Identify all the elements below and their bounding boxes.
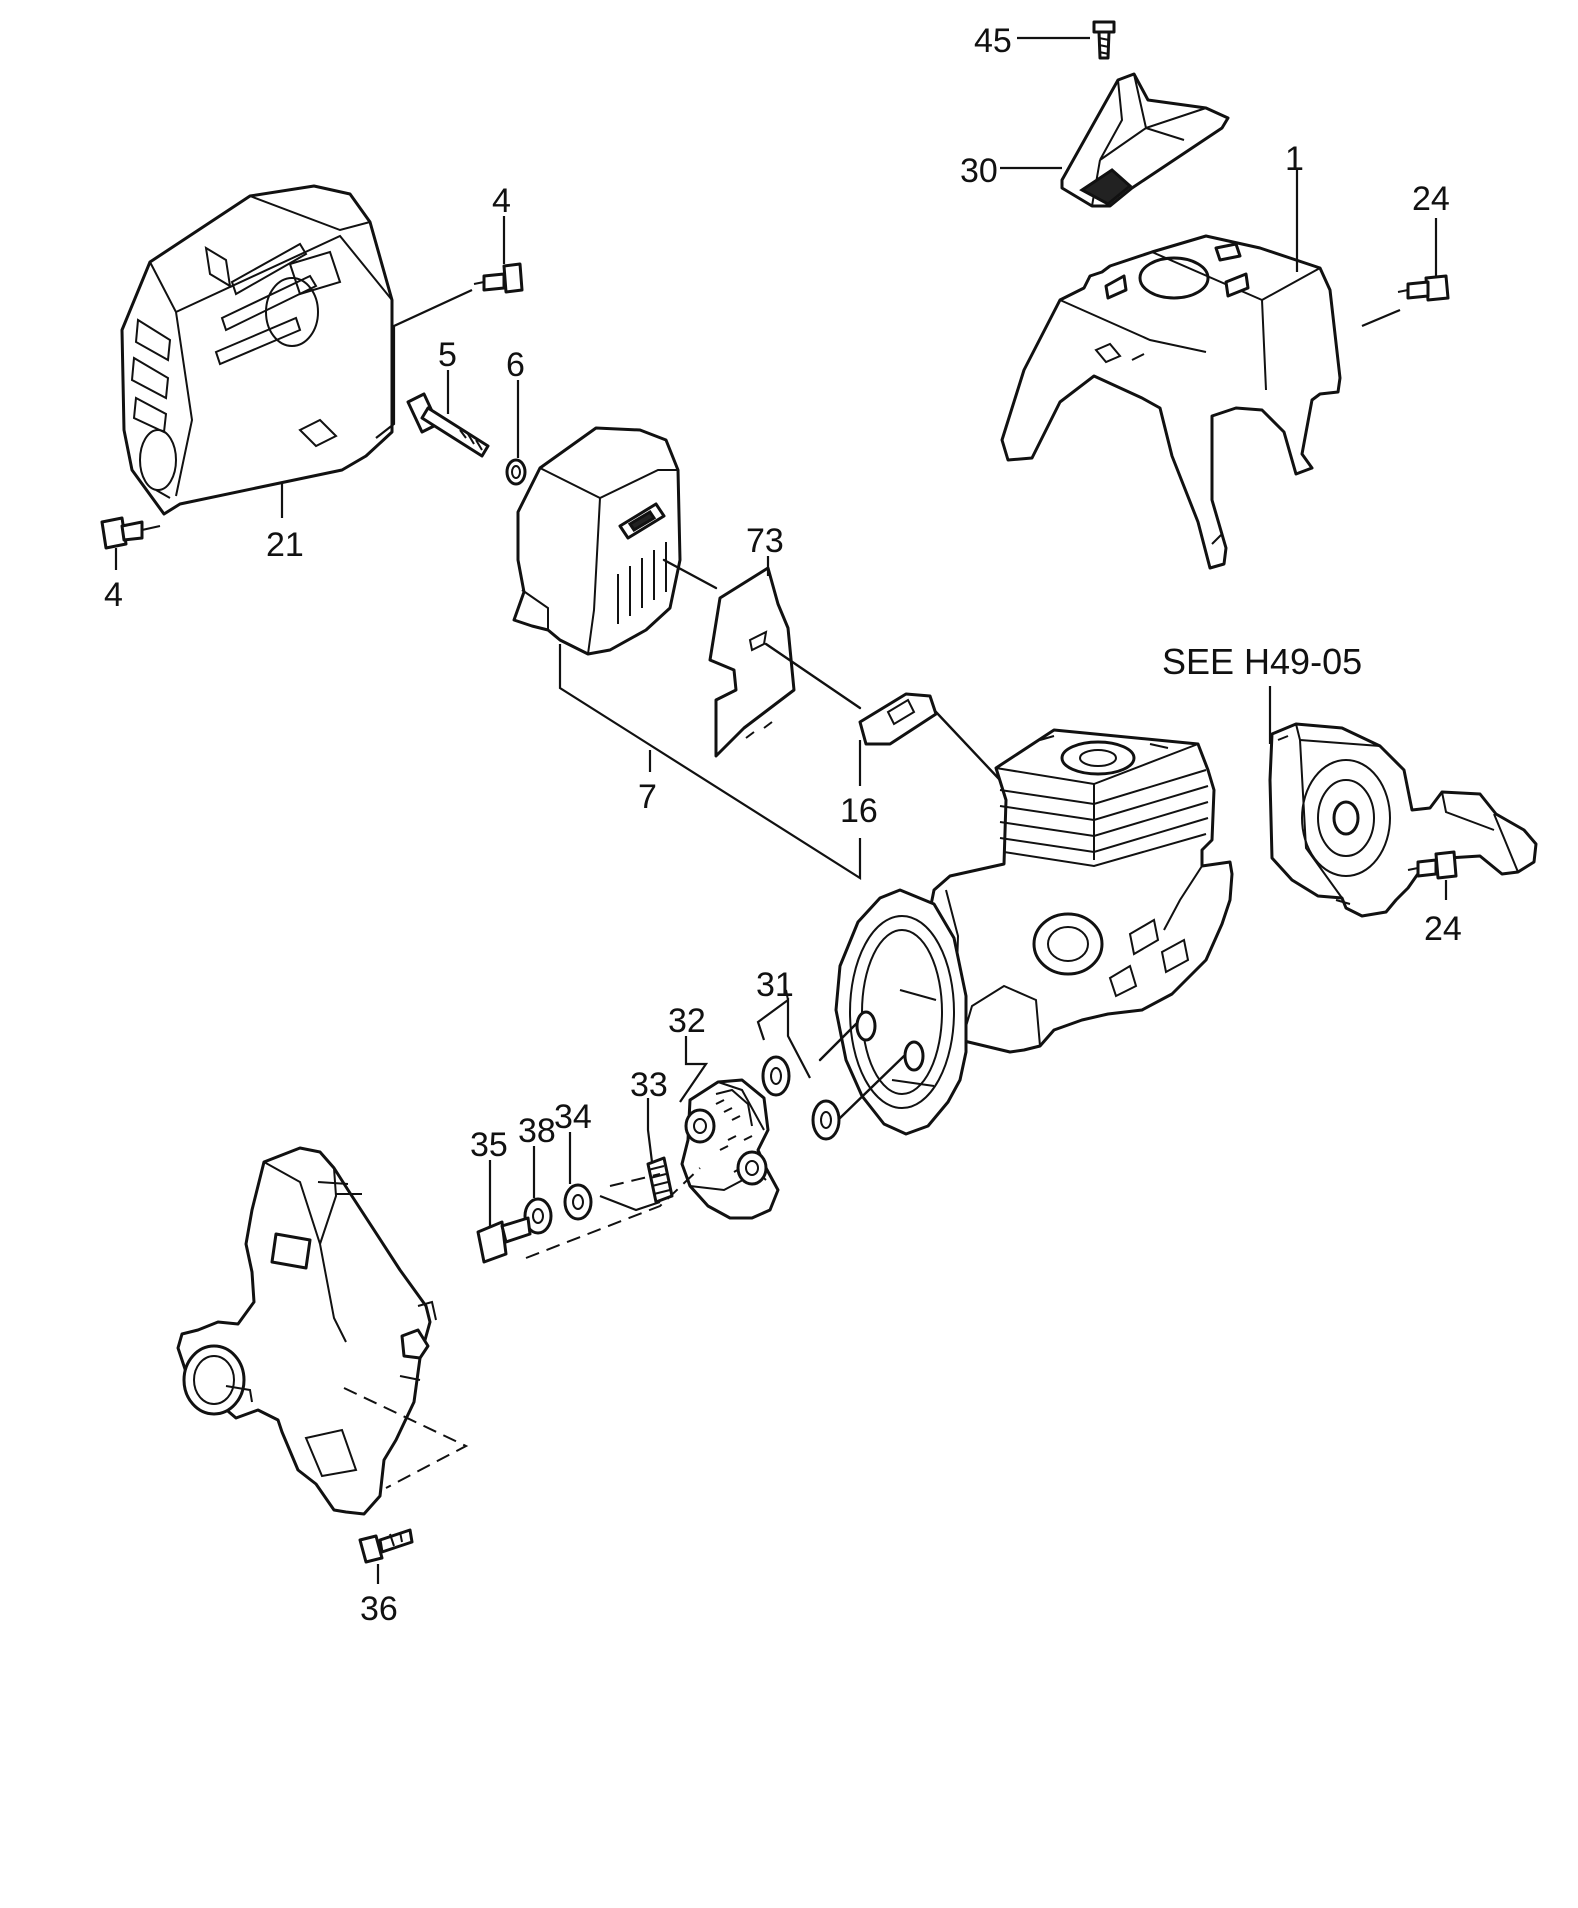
leader-32 [679,1036,709,1103]
callout-35[interactable]: 35 [470,1126,508,1164]
callout-6[interactable]: 6 [506,346,525,384]
screw-4-bottom[interactable] [100,516,161,550]
callout-33[interactable]: 33 [630,1066,668,1104]
callout-36[interactable]: 36 [360,1590,398,1628]
gasket-16[interactable] [858,692,938,746]
leader-33 [646,1098,654,1163]
callout-38[interactable]: 38 [518,1112,556,1150]
callout-45[interactable]: 45 [974,22,1012,60]
callout-4-top[interactable]: 4 [492,182,511,220]
callout-32[interactable]: 32 [668,1002,706,1040]
clutch-axis-line [525,1167,701,1259]
callout-4-bottom[interactable]: 4 [104,576,123,614]
engine-cylinder-crankcase [922,728,1234,1054]
wedge-cover-30[interactable] [1060,72,1230,208]
screw-36[interactable] [358,1528,414,1564]
callout-16[interactable]: 16 [840,792,878,830]
engine-cover-1[interactable] [1000,234,1342,570]
recoil-starter-assembly[interactable] [1268,722,1538,918]
leader-7 [558,644,862,880]
link-shield-gasket [764,642,862,710]
spring-33[interactable] [646,1156,674,1204]
heat-shield-73[interactable] [708,566,796,758]
screw-24-top[interactable] [1397,274,1450,302]
washer-6[interactable] [505,458,527,486]
link-washer-drum-a [818,1022,858,1062]
clutch-shoe-32[interactable] [680,1078,780,1220]
callout-24-top[interactable]: 24 [1412,180,1450,218]
callout-24-right[interactable]: 24 [1424,910,1462,948]
reference-note: SEE H49-05 [1162,641,1362,682]
link-washer-drum-b [838,1054,906,1120]
muffler-7[interactable] [512,426,682,656]
leader-24-top-b [1361,308,1401,328]
clutch-housing [176,1146,437,1516]
leader-4-top-b [375,289,473,439]
callout-1[interactable]: 1 [1285,140,1304,178]
clutch-drum [834,888,968,1136]
callout-34[interactable]: 34 [554,1098,592,1136]
washer-34[interactable] [563,1183,593,1221]
callout-5[interactable]: 5 [438,336,457,374]
screw-4-top[interactable] [473,262,524,294]
screw-24-right[interactable] [1407,850,1458,880]
link-muffler-heat-shield [662,558,718,590]
clutch-axis-line-b [609,1173,661,1187]
leader-31-b [785,989,789,1001]
callout-73[interactable]: 73 [746,522,784,560]
bolt-35[interactable] [476,1216,532,1264]
bolt-5[interactable] [406,392,490,458]
leader-34-b [599,1194,661,1212]
air-cleaner-cover-21[interactable] [120,184,394,516]
callout-7[interactable]: 7 [638,778,657,816]
screw-45[interactable] [1092,20,1116,60]
callout-31[interactable]: 31 [756,966,794,1004]
washer-38[interactable] [523,1197,553,1235]
link-gasket-cylinder [934,710,1002,782]
washer-31[interactable] [761,1055,841,1141]
callout-21[interactable]: 21 [266,526,304,564]
callout-30[interactable]: 30 [960,152,998,190]
housing-axis-line [343,1387,469,1489]
